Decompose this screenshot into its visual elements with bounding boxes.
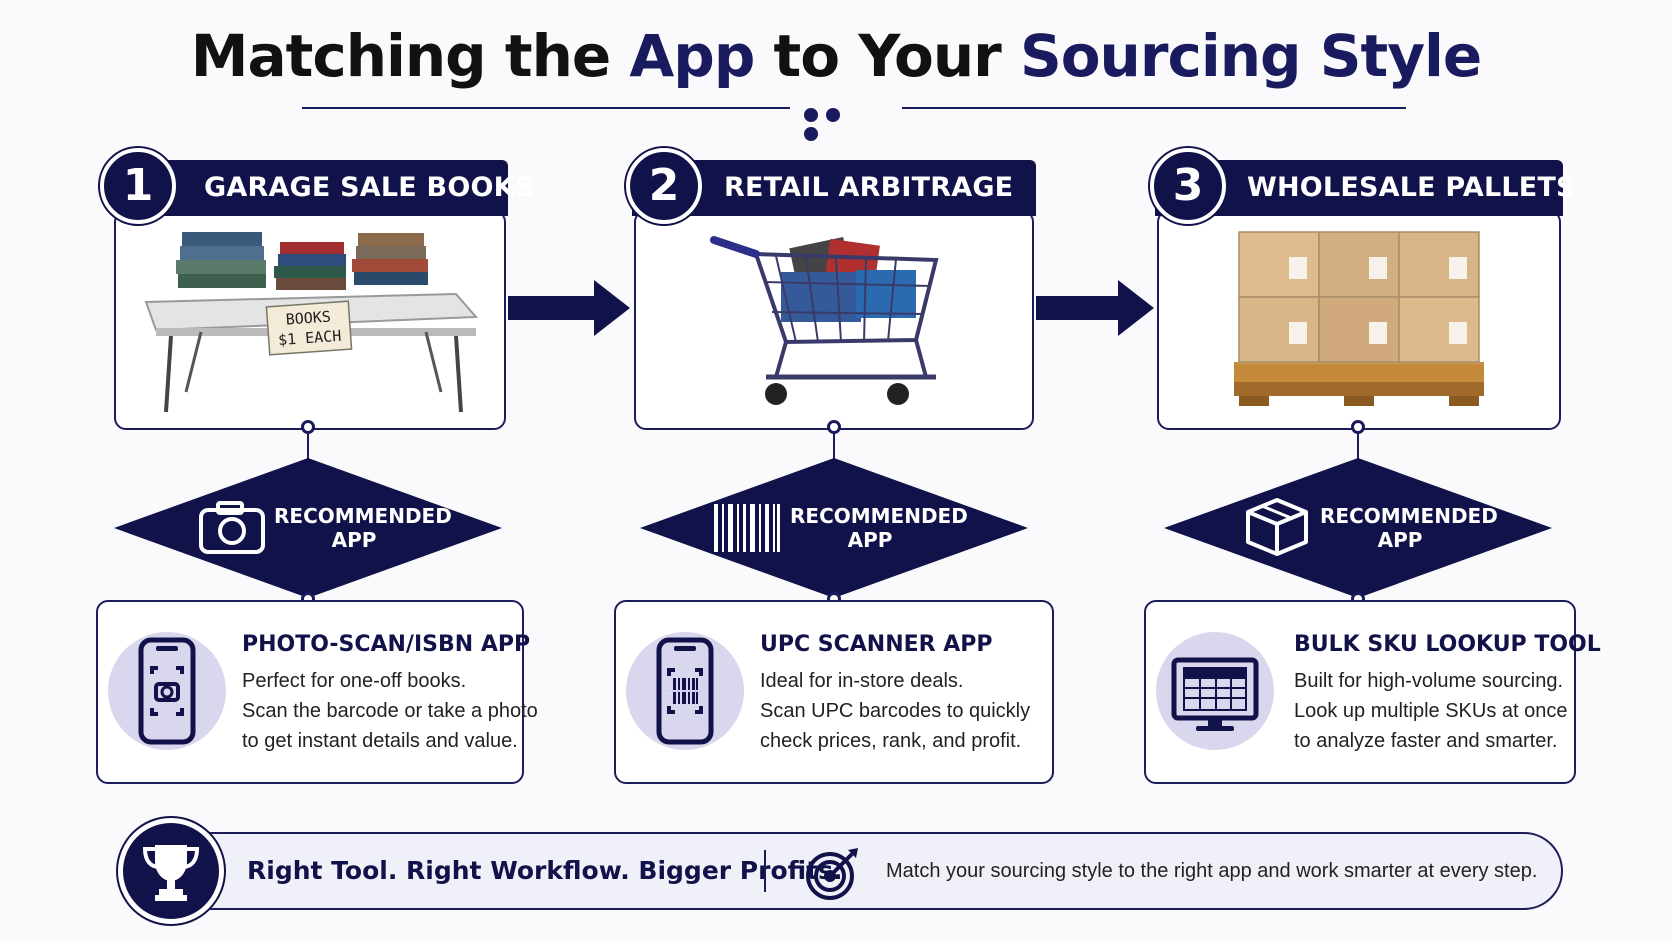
title-divider-left: [302, 107, 790, 109]
monitor-spreadsheet-icon: [1171, 657, 1259, 731]
app-desc-3-line1: Built for high-volume sourcing.: [1294, 670, 1564, 692]
step-3-label: WHOLESALE PALLETS: [1247, 172, 1576, 203]
recommended-diamond-3: [1164, 458, 1552, 598]
sign-line1: BOOKS: [285, 307, 331, 328]
app-title-2: UPC SCANNER APP: [760, 632, 993, 657]
title-divider-right: [902, 107, 1406, 109]
arrow-step2-to-step3: [1036, 280, 1154, 336]
app-icon-bg-3: [1156, 632, 1274, 750]
title-accent1: App: [629, 22, 755, 90]
app-card-2: UPC SCANNER APP Ideal for in-store deals…: [614, 600, 1054, 784]
arrow-step1-to-step2: [508, 280, 630, 336]
app-desc-2-line2: Scan UPC barcodes to quickly: [760, 700, 1031, 722]
step-3-number: 3: [1150, 148, 1226, 224]
trophy-badge: [118, 818, 224, 924]
app-icon-bg-2: [626, 632, 744, 750]
node-2-top: [827, 420, 841, 434]
title-part1: Matching the: [190, 22, 630, 90]
step-2-header: RETAIL ARBITRAGE: [632, 160, 1036, 216]
recommended-diamond-1: [114, 458, 502, 598]
target-icon: [806, 848, 858, 900]
node-3-top: [1351, 420, 1365, 434]
app-icon-bg-1: [108, 632, 226, 750]
step-1-label: GARAGE SALE BOOKS: [204, 172, 535, 203]
step-1-number: 1: [100, 148, 176, 224]
barcode-icon: [714, 504, 780, 552]
box-icon: [1246, 498, 1308, 556]
step-1-image-panel: BOOKS $1 EACH: [114, 210, 506, 430]
sign-line2: $1 EACH: [278, 327, 342, 349]
footer-tagline: Right Tool. Right Workflow. Bigger Profi…: [247, 856, 843, 885]
shopping-cart-illustration: [710, 236, 939, 405]
app-desc-2-line1: Ideal for in-store deals.: [760, 670, 964, 692]
app-card-1: PHOTO-SCAN/ISBN APP Perfect for one-off …: [96, 600, 538, 784]
title-dots: [804, 108, 868, 141]
recommended-diamond-2: [640, 458, 1028, 598]
camera-icon: [199, 501, 265, 554]
title-accent2: Sourcing Style: [1019, 22, 1482, 90]
app-desc-1-line2: Scan the barcode or take a photo: [242, 700, 538, 722]
step-2-number: 2: [626, 148, 702, 224]
trophy-icon: [142, 845, 200, 901]
app-title-1: PHOTO-SCAN/ISBN APP: [242, 632, 531, 657]
page-title: Matching the App to Your Sourcing Style: [0, 22, 1672, 90]
footer-separator: [764, 850, 766, 892]
phone-camera-icon: [138, 637, 196, 745]
footer-message: Match your sourcing style to the right a…: [886, 860, 1538, 882]
wholesale-pallet-illustration: [1234, 230, 1484, 406]
app-desc-1-line3: to get instant details and value.: [242, 730, 518, 752]
step-1-header: GARAGE SALE BOOKS: [112, 160, 534, 216]
app-desc-2-line3: check prices, rank, and profit.: [760, 730, 1022, 752]
phone-barcode-icon: [656, 637, 714, 745]
app-title-3: BULK SKU LOOKUP TOOL: [1294, 632, 1601, 657]
app-card-3: BULK SKU LOOKUP TOOL Built for high-volu…: [1144, 600, 1601, 784]
app-desc-3-line2: Look up multiple SKUs at once: [1294, 700, 1568, 722]
step-2-label: RETAIL ARBITRAGE: [724, 172, 1014, 203]
node-1-top: [301, 420, 315, 434]
app-desc-3-line3: to analyze faster and smarter.: [1294, 730, 1558, 752]
step-2-image-panel: [634, 210, 1034, 430]
step-3-image-panel: [1157, 210, 1561, 430]
title-part2: to Your: [754, 22, 1020, 90]
app-desc-1-line1: Perfect for one-off books.: [242, 670, 467, 692]
garage-sale-books-illustration: BOOKS $1 EACH: [144, 232, 479, 413]
